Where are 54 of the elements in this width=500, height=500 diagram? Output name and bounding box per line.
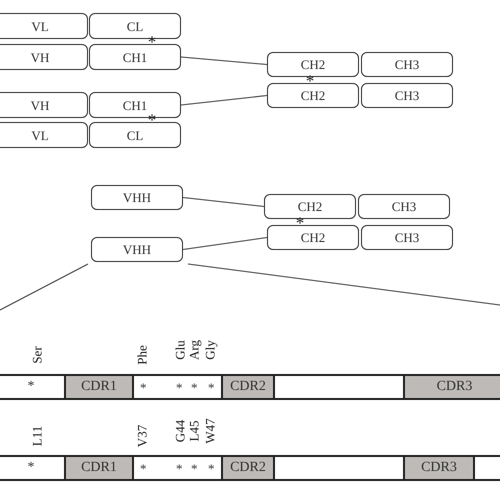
domain-label: VL bbox=[31, 128, 49, 142]
cdr-label: CDR2 bbox=[230, 380, 266, 394]
domain-label: CH3 bbox=[392, 200, 416, 213]
domain-label: CL bbox=[126, 20, 144, 32]
residue-label: G44 bbox=[174, 420, 186, 442]
connector-line bbox=[182, 197, 264, 207]
residue-label: Glu bbox=[174, 340, 186, 360]
domain-label: CH2 bbox=[300, 58, 326, 71]
domain-label: CH3 bbox=[394, 231, 420, 244]
residue-asterisk: * bbox=[176, 462, 182, 475]
residue-label: Phe bbox=[136, 345, 148, 365]
residue-asterisk: * bbox=[208, 381, 214, 394]
connector-line bbox=[180, 95, 268, 106]
residue-asterisk: * bbox=[176, 381, 182, 394]
sequence-bar bbox=[0, 455, 500, 481]
domain-label: VHH bbox=[122, 191, 152, 204]
residue-label: L45 bbox=[188, 420, 200, 442]
domain-label: VH bbox=[30, 50, 50, 64]
connector-line bbox=[182, 237, 268, 250]
domain-label: CH2 bbox=[300, 89, 326, 102]
residue-asterisk: * bbox=[208, 462, 214, 475]
domain-label: CH2 bbox=[298, 200, 322, 213]
domain-label: VL bbox=[31, 20, 49, 32]
residue-asterisk: * bbox=[28, 380, 34, 394]
zoom-line bbox=[0, 264, 88, 310]
domain-label: CH1 bbox=[122, 98, 148, 112]
disulfide-asterisk: * bbox=[296, 214, 304, 232]
zoom-line bbox=[188, 264, 500, 306]
domain-label: CH3 bbox=[394, 89, 420, 102]
cdr-label: CDR3 bbox=[421, 461, 457, 475]
cdr-label: CDR2 bbox=[230, 461, 266, 475]
domain-label: VHH bbox=[122, 243, 152, 256]
cdr-label: CDR1 bbox=[81, 461, 117, 475]
domain-label: CH2 bbox=[300, 231, 326, 244]
residue-label: W47 bbox=[204, 418, 216, 444]
residue-asterisk: * bbox=[28, 461, 34, 475]
residue-asterisk: * bbox=[140, 381, 146, 394]
residue-asterisk: * bbox=[191, 462, 198, 475]
residue-asterisk: * bbox=[191, 381, 198, 394]
domain-label: VH bbox=[30, 98, 50, 112]
domain-label: CL bbox=[126, 128, 144, 142]
connector-line bbox=[180, 56, 268, 65]
sequence-bar bbox=[0, 374, 500, 400]
cdr-label: CDR1 bbox=[81, 380, 117, 394]
domain-label: CH3 bbox=[394, 58, 420, 71]
cdr-label: CDR3 bbox=[436, 380, 472, 394]
residue-label: Gly bbox=[204, 340, 216, 360]
disulfide-asterisk: * bbox=[306, 72, 314, 90]
residue-asterisk: * bbox=[140, 462, 146, 475]
residue-label: L11 bbox=[30, 426, 44, 446]
residue-label: Ser bbox=[30, 346, 44, 364]
residue-label: V37 bbox=[136, 424, 148, 448]
domain-label: CH1 bbox=[122, 50, 148, 64]
residue-label: Arg bbox=[188, 340, 200, 360]
